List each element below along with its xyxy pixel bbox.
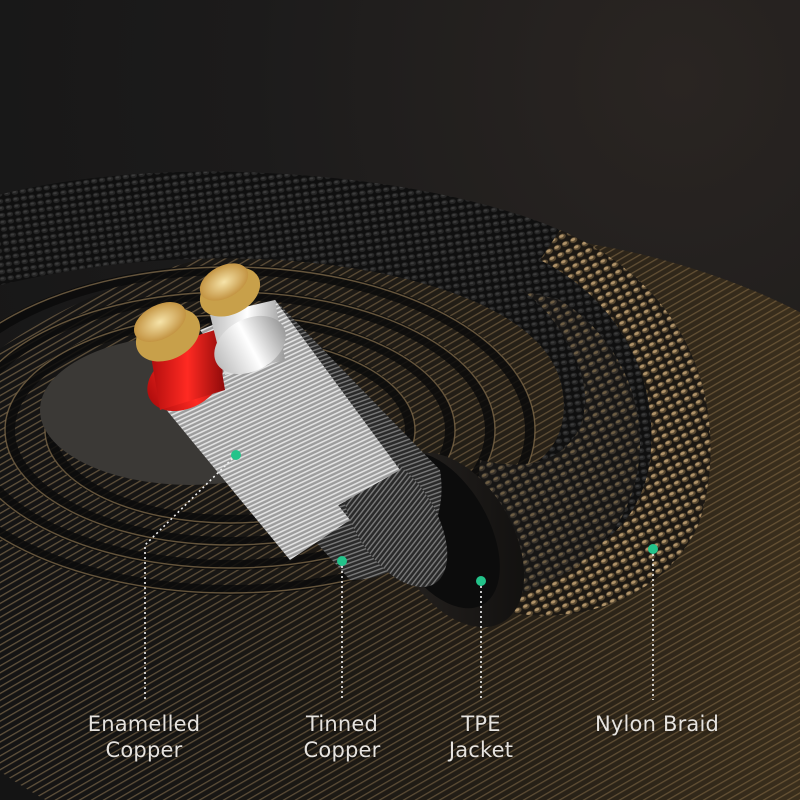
callout-line-enamelled-copper [144, 454, 237, 700]
callout-dot-tpe-jacket [476, 576, 486, 586]
callout-dot-nylon-braid [648, 544, 658, 554]
callout-dot-enamelled-copper [231, 450, 241, 460]
callout-dot-tinned-copper [337, 556, 347, 566]
